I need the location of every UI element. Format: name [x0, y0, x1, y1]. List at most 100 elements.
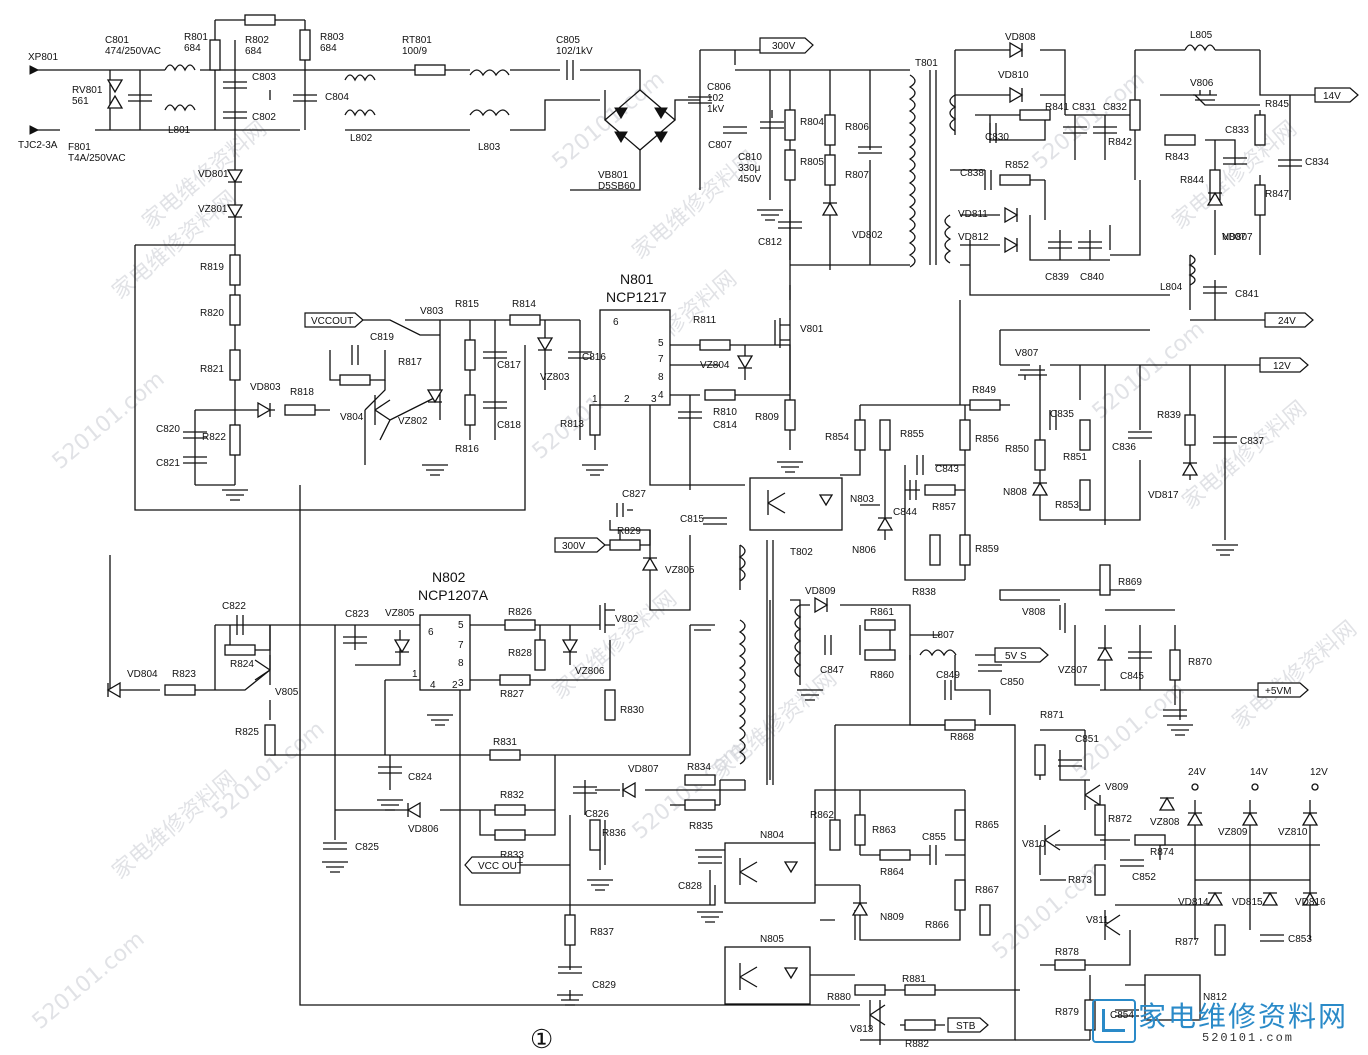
n801-pin-1: 1: [592, 394, 598, 405]
n802-pin-7: 7: [458, 640, 464, 651]
ref-r844-55: R844: [1180, 175, 1204, 186]
tag-300v-top: [759, 37, 814, 54]
watermark-16: 家电维修资料网: [708, 666, 842, 784]
resistor-r854: [854, 419, 866, 451]
resistor-r834: [684, 774, 716, 786]
ref-l803-5: L803: [478, 142, 501, 153]
ref-c843-82: C843: [935, 464, 959, 475]
resistor-r871: [1034, 744, 1046, 776]
ref-r804-8: R804: [800, 117, 824, 128]
ref-r842-49: R842: [1108, 137, 1132, 148]
resistor-r874: [1134, 834, 1166, 846]
resistor-r872: [1094, 804, 1106, 836]
ic-n801-type: NCP1217: [606, 289, 667, 305]
ref-r826-102: R826: [508, 607, 532, 618]
resistor-r837: [564, 914, 576, 946]
resistor-r828: [534, 639, 546, 671]
resistor-r823: [164, 684, 196, 696]
ref-c835-70: C835: [1050, 409, 1074, 420]
ref-l804-66: L804: [1160, 282, 1183, 293]
ref-r864-162: R864: [880, 867, 904, 878]
transformer-t802-primary: [738, 619, 746, 765]
ref-r827-106: R827: [500, 689, 524, 700]
resistor-r811: [699, 339, 731, 351]
ref-r870-136: R870: [1188, 657, 1212, 668]
resistor-r863: [854, 814, 866, 846]
ref-c851-138: C851: [1075, 734, 1099, 745]
ref-c822-94: C822: [222, 601, 246, 612]
n802-pin-5: 5: [458, 620, 464, 631]
inductor-l803a: [469, 69, 510, 77]
ref-c839-64: C839: [1045, 272, 1069, 283]
resistor-r810: [704, 389, 736, 401]
label-rv801-val1: 561: [72, 96, 89, 107]
ref-r871-137: R871: [1040, 710, 1064, 721]
resistor-r845: [1254, 114, 1266, 146]
terminal-tjc2: TJC2-3A: [18, 140, 58, 151]
ref-c852-143: C852: [1132, 872, 1156, 883]
resistor-r879: [1084, 999, 1096, 1031]
transformer-t801-primary: [908, 74, 916, 268]
resistor-r822: [229, 424, 241, 456]
tag-12v-text: 12V: [1273, 361, 1291, 372]
label-f801-val1: T4A/250VAC: [68, 153, 126, 164]
resistor-r835: [684, 799, 716, 811]
ref-v813-168: V813: [850, 1024, 874, 1035]
ref-r868-131: R868: [950, 732, 974, 743]
ref-r863-159: R863: [872, 825, 896, 836]
ref-vd810-44: VD810: [998, 70, 1029, 81]
resistor-r801: [209, 39, 221, 71]
tag-vcc-out-text: VCC OUT: [478, 861, 523, 872]
ref-vz810-147: VZ810: [1278, 827, 1308, 838]
label-vb801: VB801: [598, 170, 628, 181]
resistor-r843: [1164, 134, 1196, 146]
resistor-r821: [229, 349, 241, 381]
ref-r881-167: R881: [902, 974, 926, 985]
n802-pin-6: 6: [428, 627, 434, 638]
tag-5vs-text: 5V S: [1005, 651, 1027, 662]
ref-c838-60: C838: [960, 168, 984, 179]
ref-c820-22: C820: [156, 424, 180, 435]
resistor-r816: [464, 394, 476, 426]
ref-r809-41: R809: [755, 412, 779, 423]
resistor-r807: [824, 154, 836, 186]
label-c801-val1: 474/250VAC: [105, 46, 161, 57]
resistor-r880: [854, 984, 886, 996]
ref-l801-0: L801: [168, 125, 191, 136]
resistor-r864: [879, 849, 911, 861]
label-r802-val1: 684: [245, 46, 262, 57]
ref-vd802-12: VD802: [852, 230, 883, 241]
ref-r817-26: R817: [398, 357, 422, 368]
ref-v806-51: V806: [1190, 78, 1214, 89]
ref-vz805-92: VZ805: [665, 565, 695, 576]
resistor-r862: [829, 819, 841, 851]
ref-v807-68: V807: [1015, 348, 1039, 359]
label-f801: F801: [68, 142, 91, 153]
ic-n802: [419, 614, 471, 691]
tag-300v-mid: [554, 537, 606, 553]
label-r802: R802: [245, 35, 269, 46]
label-c806: C806: [707, 82, 731, 93]
transistor-v809: [1084, 780, 1101, 810]
resistor-r839: [1184, 414, 1196, 446]
inductor-l801b: [164, 104, 196, 112]
optocoupler-n805: [724, 946, 811, 1005]
ref-vz807-134: VZ807: [1058, 665, 1088, 676]
ref-r833-113: R833: [500, 850, 524, 861]
ref-r869-133: R869: [1118, 577, 1142, 588]
tag-vccout-text: VCCOUT: [311, 316, 353, 327]
ref-c833-53: C833: [1225, 125, 1249, 136]
ref-v810-141: V810: [1022, 839, 1046, 850]
n801-pin-2: 2: [624, 394, 630, 405]
ref-r862-158: R862: [810, 810, 834, 821]
tag-12v: [1259, 357, 1309, 373]
label-rt801-val1: 100/9: [402, 46, 427, 57]
inductor-l804: [1188, 254, 1196, 286]
opto-n804-inner: [739, 858, 799, 885]
ref-r832-112: R832: [500, 790, 524, 801]
mosfet-v806: [1193, 90, 1217, 101]
ref-r847-58: R847: [1265, 189, 1289, 200]
ref-r821-18: R821: [200, 364, 224, 375]
ref-r859-87: R859: [975, 544, 999, 555]
ref-r854-79: R854: [825, 432, 849, 443]
